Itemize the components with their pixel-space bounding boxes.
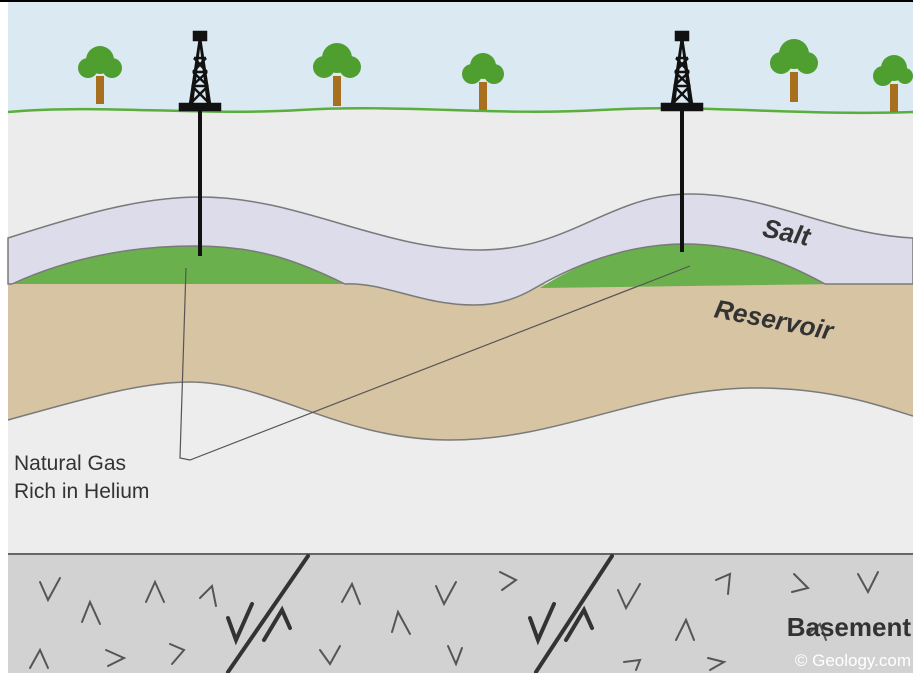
gas-label-line1: Natural Gas [14,452,126,475]
credit-label: © Geology.com [795,651,911,670]
basement-rock [8,554,913,673]
reservoir-layer [8,284,913,440]
gas-label-line2: Rich in Helium [14,480,149,503]
oil-derrick-icon [178,30,222,112]
tree-icon [462,53,504,110]
tree-icon [770,39,818,102]
fault-right [528,554,614,673]
oil-derrick-icon [660,30,704,112]
gas-callout-leaders [179,265,691,461]
salt-layer [7,193,913,306]
basement-texture [29,571,879,671]
reservoir-base-line [7,381,913,441]
tree-icon [313,43,361,106]
basement-label: Basement [787,612,912,642]
tree-icon [78,46,122,104]
fault-left [226,554,310,673]
sky [8,2,913,122]
lower-rock-layer [8,382,913,555]
gas-pocket-left [12,246,345,284]
ground-surface [7,107,913,115]
tree-icon [873,55,913,112]
